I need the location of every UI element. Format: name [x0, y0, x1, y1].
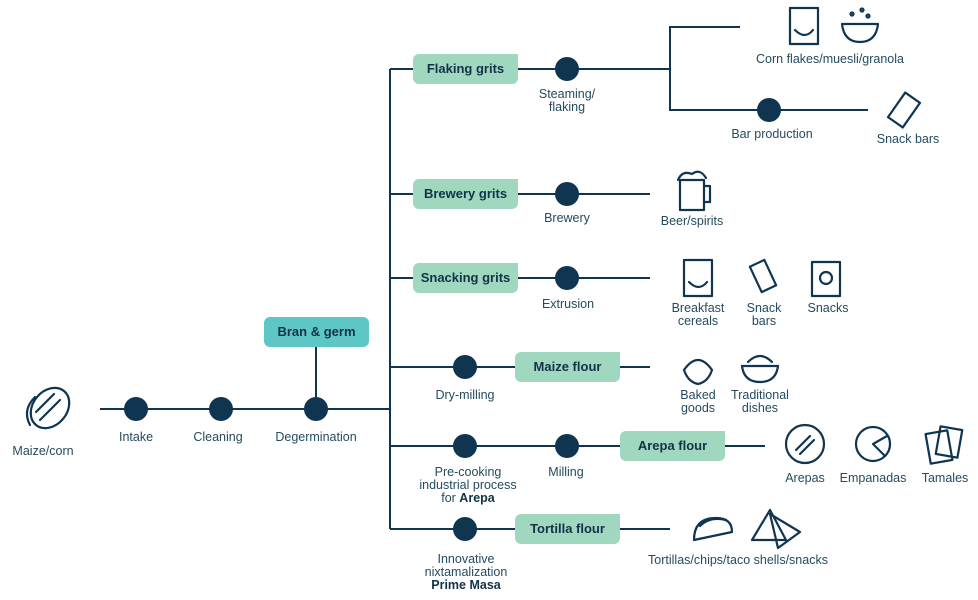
- cereal-box-icon: [788, 6, 820, 46]
- arepa-flour-box: Arepa flour: [620, 431, 725, 461]
- product-arepas: Arepas: [785, 471, 825, 485]
- empanada-icon: [854, 425, 892, 463]
- step-dry-milling: Dry-milling: [435, 388, 495, 402]
- node-dry-milling: [453, 355, 477, 379]
- product-corn-flakes: Corn flakes/muesli/granola: [756, 52, 904, 66]
- node-precooking: [453, 434, 477, 458]
- product-empanadas: Empanadas: [839, 471, 907, 485]
- maize-flour-box: Maize flour: [515, 352, 620, 382]
- step-extrusion: Extrusion: [541, 297, 595, 311]
- step-steaming: Steaming/flaking: [538, 87, 596, 114]
- step-intake: Intake: [118, 430, 154, 444]
- node-milling: [555, 434, 579, 458]
- node-degermination: [304, 397, 328, 421]
- brewery-grits-box: Brewery grits: [413, 179, 518, 209]
- node-nixtamalization: [453, 517, 477, 541]
- step-degermination: Degermination: [275, 430, 357, 444]
- corn-icon: [25, 386, 71, 430]
- bran-germ-box: Bran & germ: [264, 317, 369, 347]
- taco-icon: [692, 516, 734, 542]
- product-snack-bars: Snack bars: [876, 132, 940, 146]
- chips-icon: [750, 508, 802, 550]
- node-intake: [124, 397, 148, 421]
- bowl-icon: [840, 7, 880, 44]
- product-beer: Beer/spirits: [660, 214, 724, 228]
- snack-bag-icon: [810, 260, 842, 298]
- flaking-grits-box: Flaking grits: [413, 54, 518, 84]
- source-label: Maize/corn: [12, 444, 74, 458]
- tortilla-flour-box: Tortilla flour: [515, 514, 620, 544]
- arepa-icon: [784, 423, 826, 465]
- node-extrusion: [555, 266, 579, 290]
- step-bar-production: Bar production: [731, 127, 813, 141]
- snack-bar-icon: [886, 91, 922, 129]
- croissant-icon: [682, 358, 714, 386]
- product-tortillas: Tortillas/chips/taco shells/snacks: [648, 553, 828, 567]
- product-snacks: Snacks: [807, 301, 849, 315]
- beer-mug-icon: [676, 170, 712, 212]
- snack-bar-icon: [748, 258, 778, 294]
- node-cleaning: [209, 397, 233, 421]
- node-brewery: [555, 182, 579, 206]
- snacking-grits-box: Snacking grits: [413, 263, 518, 293]
- cereal-box-icon: [682, 258, 714, 298]
- node-bar-production: [757, 98, 781, 122]
- step-brewery: Brewery: [544, 211, 590, 225]
- node-steaming: [555, 57, 579, 81]
- step-milling: Milling: [548, 465, 584, 479]
- step-cleaning: Cleaning: [193, 430, 243, 444]
- product-tamales: Tamales: [921, 471, 969, 485]
- tamale-icon: [924, 425, 964, 465]
- dish-icon: [740, 354, 780, 384]
